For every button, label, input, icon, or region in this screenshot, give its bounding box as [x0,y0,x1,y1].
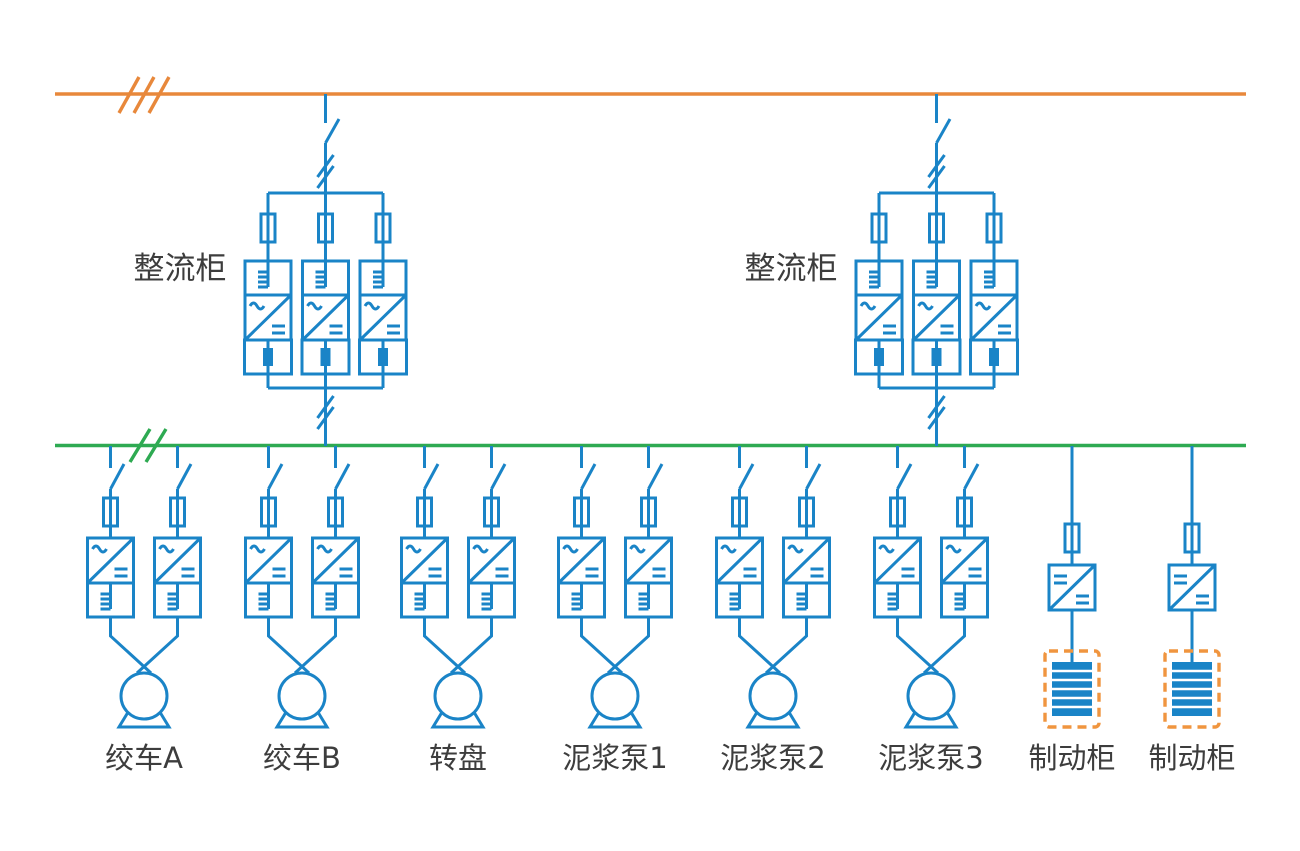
rectifier-group-left [245,94,407,446]
load-label-mud-pump-2: 泥浆泵2 [720,741,826,775]
load-label-rotary-table: 转盘 [428,741,488,775]
drive-group-mud-pump-2 [717,446,830,727]
brake-group-2 [1165,446,1219,727]
drive-group-mud-pump-3 [875,446,988,727]
drive-group-winch-a [88,446,201,727]
drive-group-winch-b [246,446,359,727]
load-label-mud-pump-3: 泥浆泵3 [878,741,984,775]
drive-group-rotary-table [402,446,515,727]
rectifier-group-right [856,94,1018,446]
load-label-brake-2: 制动柜 [1148,741,1236,775]
ac-bus-phase-marks [117,76,171,114]
rectifier-left-label: 整流柜 [133,251,227,287]
rectifier-right-label: 整流柜 [744,251,838,287]
load-label-winch-a: 绞车A [105,741,183,775]
load-label-winch-b: 绞车B [263,741,341,775]
dc-bus-phase-marks [128,428,168,463]
brake-group-1 [1045,446,1099,727]
drive-group-mud-pump-1 [559,446,672,727]
load-label-brake-1: 制动柜 [1028,741,1116,775]
load-label-mud-pump-1: 泥浆泵1 [562,741,668,775]
